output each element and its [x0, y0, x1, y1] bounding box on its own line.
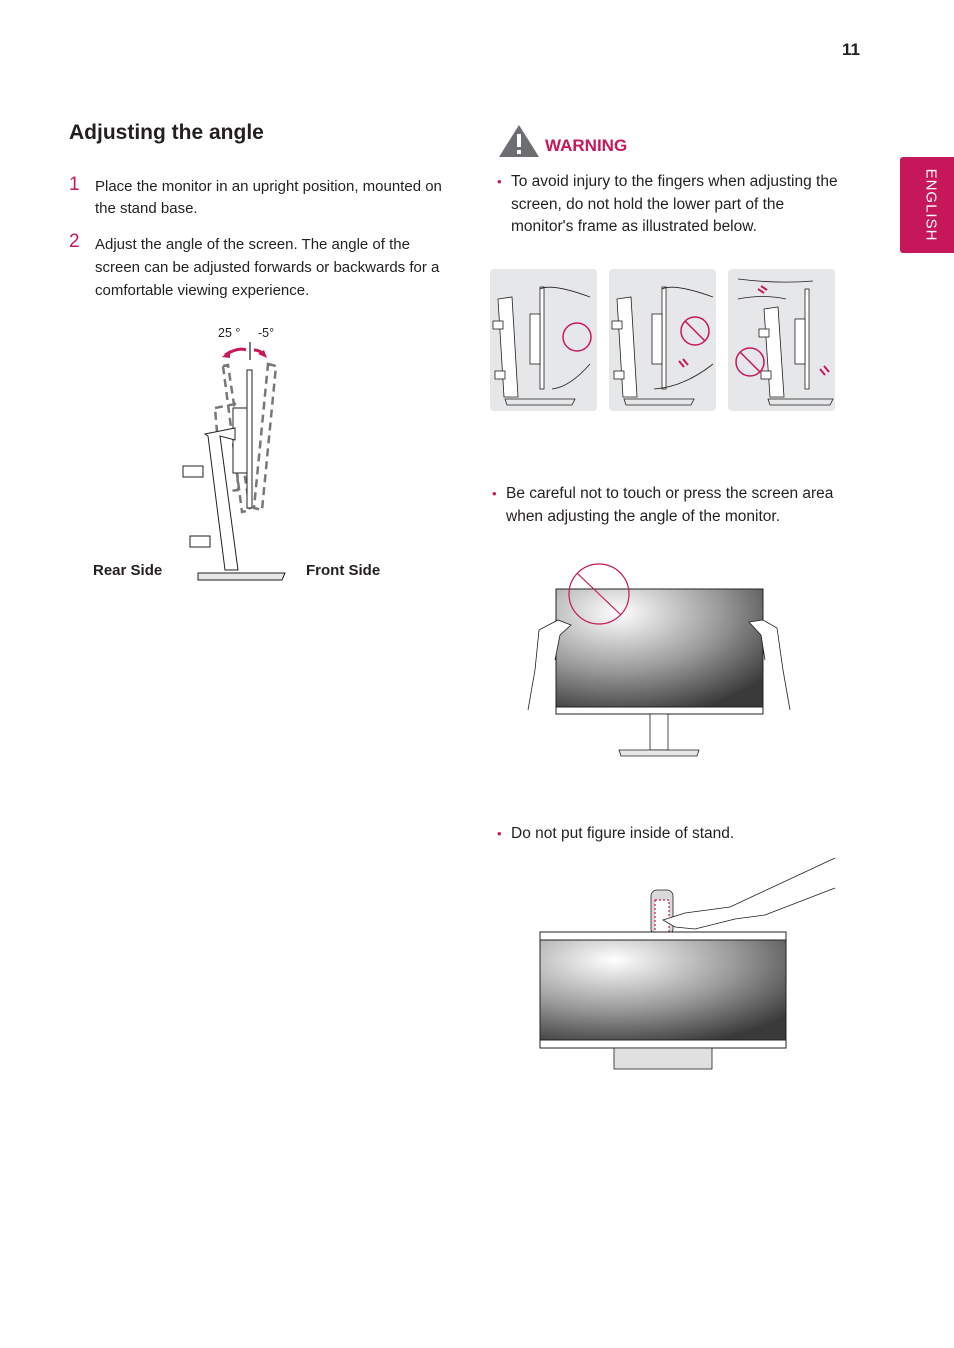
tilt-angle-diagram: 25 ° -5° — [180, 320, 310, 585]
page-number: 11 — [842, 40, 860, 59]
bullet-icon: • — [497, 174, 502, 189]
step-number: 2 — [69, 231, 80, 252]
warning-label: WARNING — [545, 136, 628, 155]
angle-back-label: 25 ° — [218, 326, 241, 340]
warning-icon — [498, 124, 540, 163]
step-text: Adjust the angle of the screen. The angl… — [95, 236, 440, 299]
front-side-label: Front Side — [306, 562, 381, 579]
bullet-text: Be careful not to touch or press the scr… — [506, 485, 834, 525]
illustration-ok-grip — [490, 269, 597, 411]
monitor-side-view-illustration — [182, 342, 286, 581]
bullet-icon: • — [492, 486, 497, 501]
step-text: Place the monitor in an upright position… — [95, 178, 442, 217]
bullet-text: To avoid injury to the fingers when adju… — [511, 173, 838, 235]
language-tab-label: ENGLISH — [922, 168, 940, 242]
step-number: 1 — [69, 174, 80, 195]
illustration-screen-touch — [525, 560, 795, 760]
bullet-text: Do not put figure inside of stand. — [511, 825, 735, 842]
illustration-stand-finger — [535, 855, 840, 1075]
section-title: Adjusting the angle — [69, 121, 264, 144]
illustration-bad-grip-bottom — [609, 269, 716, 411]
language-tab: ENGLISH — [900, 157, 954, 253]
illustration-bad-grip-top — [728, 269, 835, 411]
bullet-icon: • — [497, 826, 502, 841]
angle-forward-label: -5° — [258, 326, 275, 340]
rear-side-label: Rear Side — [93, 562, 163, 579]
